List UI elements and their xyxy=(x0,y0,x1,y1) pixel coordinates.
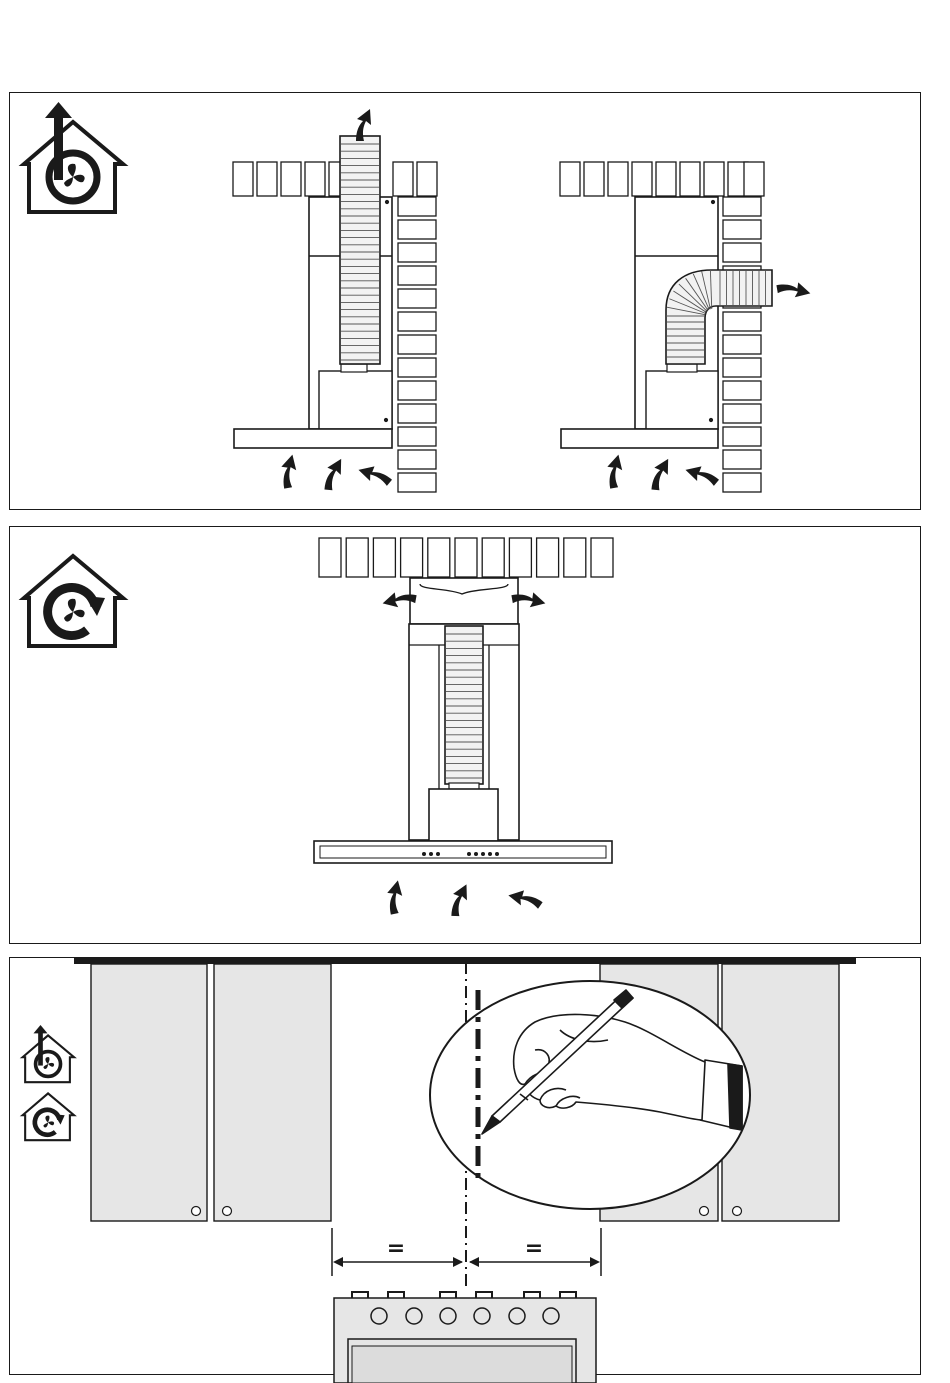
brick xyxy=(723,427,761,446)
brick xyxy=(723,473,761,492)
brick xyxy=(373,538,395,577)
brick xyxy=(723,381,761,400)
brick xyxy=(723,197,761,216)
cabinet xyxy=(214,964,331,1221)
brick xyxy=(319,538,341,577)
brick xyxy=(723,243,761,262)
brick xyxy=(723,404,761,423)
cabinet xyxy=(91,964,207,1221)
brick xyxy=(591,538,613,577)
brick xyxy=(398,381,436,400)
detail-magnifier xyxy=(430,981,750,1209)
brick xyxy=(398,243,436,262)
brick xyxy=(398,266,436,285)
brick xyxy=(346,538,368,577)
brick xyxy=(723,450,761,469)
recirculation-hood xyxy=(314,538,613,863)
cooker xyxy=(334,1292,596,1383)
flexible-duct xyxy=(445,626,483,784)
brick xyxy=(509,538,531,577)
brick xyxy=(723,358,761,377)
brick xyxy=(398,289,436,308)
brick xyxy=(398,450,436,469)
brick xyxy=(723,335,761,354)
brick xyxy=(398,197,436,216)
flexible-duct xyxy=(340,136,380,364)
ceiling-bricks xyxy=(233,162,437,196)
brick xyxy=(482,538,504,577)
brick xyxy=(398,335,436,354)
recirculation-icon xyxy=(23,1093,74,1140)
equal-distance-left: = xyxy=(387,1236,405,1261)
hood-canopy xyxy=(561,429,718,448)
equal-distance-right: = xyxy=(525,1236,543,1261)
brick xyxy=(398,473,436,492)
brick xyxy=(564,538,586,577)
wall-bricks xyxy=(398,197,436,492)
pan-supports xyxy=(352,1292,576,1298)
brick xyxy=(723,220,761,239)
small-icons xyxy=(23,1025,74,1140)
brick xyxy=(537,538,559,577)
brick xyxy=(398,404,436,423)
ducted-hood-vertical xyxy=(233,136,437,492)
brick xyxy=(455,538,477,577)
brick xyxy=(398,358,436,377)
ducted-extraction-icon xyxy=(23,1025,74,1082)
ceiling-bricks xyxy=(319,538,613,577)
brick xyxy=(723,312,761,331)
brick xyxy=(428,538,450,577)
ducted-extraction-icon xyxy=(24,102,123,212)
brick xyxy=(398,220,436,239)
hood-canopy xyxy=(234,429,392,448)
brick xyxy=(398,312,436,331)
wall-bricks xyxy=(723,197,761,492)
ducted-hood-elbow xyxy=(560,162,772,492)
recirculation-icon xyxy=(24,556,123,646)
ceiling-bricks xyxy=(560,162,764,196)
brick xyxy=(401,538,423,577)
brick xyxy=(398,427,436,446)
